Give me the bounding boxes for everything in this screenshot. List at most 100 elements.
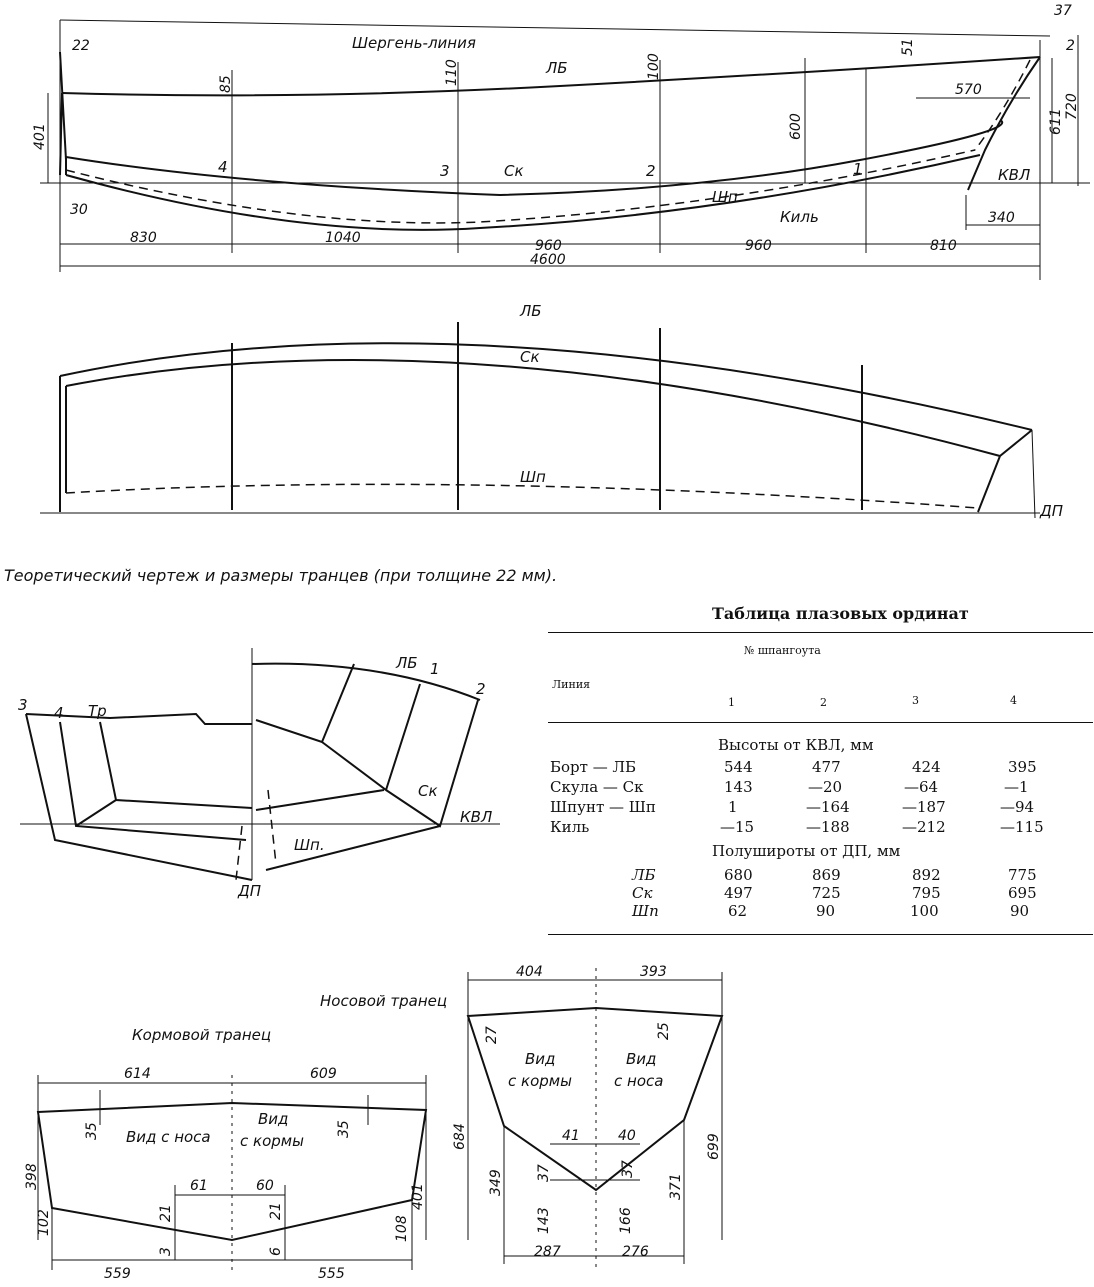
bow-view-bow-2: с носа (614, 1072, 663, 1090)
stern-label-401: 401 (410, 1183, 426, 1210)
body-right-sheer (251, 662, 481, 701)
table-cell: —20 (808, 778, 843, 796)
bow-transom-title: Носовой транец (320, 992, 447, 1010)
stern-label-102: 102 (36, 1209, 52, 1236)
col-4: 4 (1010, 694, 1017, 707)
body-right-rabbet (267, 789, 277, 865)
table-cell: 90 (816, 902, 836, 920)
row-label: ЛБ (632, 866, 656, 884)
table-cell: 695 (1008, 884, 1037, 902)
station-label-3: 3 (440, 162, 450, 180)
body-label-kvl: КВЛ (460, 808, 492, 826)
row-label: Ск (632, 884, 653, 902)
table-cell: 90 (1010, 902, 1030, 920)
body-label-4: 4 (54, 704, 64, 722)
row-label: Шп (632, 902, 659, 920)
body-label-sk: Ск (418, 782, 438, 800)
table-cell: 892 (912, 866, 941, 884)
line-header: Линия (552, 678, 591, 691)
body-right-keel (265, 825, 441, 871)
bow-label-393: 393 (640, 964, 667, 980)
bow-transom: Носовой транец Вид с кормы Вид с носа 40… (320, 964, 724, 1270)
col-1: 1 (728, 696, 735, 709)
stern-label-3: 3 (158, 1247, 174, 1256)
stern-label-614: 614 (124, 1066, 151, 1082)
sheer-line (59, 19, 1051, 37)
chine-line (65, 119, 1004, 197)
body-right-frame1 (321, 683, 421, 792)
table-title: Таблица плазовых ординат (712, 604, 969, 623)
bow-label-40: 40 (618, 1128, 636, 1144)
dim-label-85: 85 (218, 75, 234, 93)
dim-label-340: 340 (988, 210, 1015, 226)
body-label-shp: Шп. (294, 836, 325, 854)
dim-label-30: 30 (70, 202, 88, 218)
body-label-1: 1 (430, 660, 440, 678)
dim-label-100: 100 (646, 53, 662, 80)
dim-label-611: 611 (1048, 108, 1064, 135)
table-cell: 795 (912, 884, 941, 902)
dim-label-960b: 960 (745, 238, 772, 254)
bow-view-stern-1: Вид (525, 1050, 555, 1068)
stern-label-559: 559 (104, 1266, 131, 1282)
bow-label-287: 287 (534, 1244, 561, 1260)
stern-transom-title: Кормовой транец (132, 1026, 271, 1044)
plan-transom (59, 376, 67, 512)
table-rule-header (548, 722, 1093, 723)
dim-label-51: 51 (900, 38, 916, 56)
dim-label-570: 570 (955, 82, 982, 98)
table-cell: 680 (724, 866, 753, 884)
stern-transom: Кормовой транец Вид с носа Вид с кормы 6… (24, 1026, 428, 1282)
bow-label-276: 276 (622, 1244, 649, 1260)
stern-label-555: 555 (318, 1266, 345, 1282)
rabbet-line (65, 149, 976, 224)
dim-label-22: 22 (72, 38, 90, 54)
body-left-sheer (25, 712, 252, 725)
sheer-line-label: Шергень-линия (352, 34, 476, 52)
dim-label-37: 37 (1054, 3, 1072, 19)
dim-label-1040: 1040 (325, 230, 361, 246)
plan-view: ЛБ Ск Шп ДП (40, 302, 1063, 520)
frame-header: № шпангоута (744, 644, 821, 657)
body-label-lb: ЛБ (395, 654, 418, 672)
table-cell: —15 (720, 818, 755, 836)
table-cell: 869 (812, 866, 841, 884)
bow-label-25: 25 (656, 1022, 672, 1040)
station-label-1: 1 (853, 160, 863, 178)
keel-line (65, 154, 981, 231)
bow-label-684: 684 (452, 1123, 468, 1150)
table-cell: 100 (910, 902, 939, 920)
body-left-bottom (75, 799, 117, 827)
plan-lb (59, 342, 1033, 431)
table-cell: —115 (1000, 818, 1044, 836)
table-rule-top (548, 632, 1093, 633)
stern-transom-line (59, 51, 67, 176)
bow-label-37b: 37 (620, 1160, 636, 1178)
table-cell: 497 (724, 884, 753, 902)
table-cell: —64 (904, 778, 939, 796)
body-label-dp: ДП (237, 882, 261, 900)
dim-label-401: 401 (32, 123, 48, 150)
plan-dp-label: ДП (1039, 502, 1063, 520)
chine-label: Ск (504, 162, 524, 180)
dim-label-810: 810 (930, 238, 957, 254)
stern-label-61: 61 (190, 1178, 208, 1194)
dim-label-960a: 960 (535, 238, 562, 254)
row-label: Киль (550, 818, 590, 836)
plan-bow (977, 429, 1033, 513)
dim-label-720: 720 (1064, 93, 1080, 120)
stern-view-bow: Вид с носа (126, 1128, 211, 1146)
bow-label-699: 699 (706, 1133, 722, 1160)
table-cell: 775 (1008, 866, 1037, 884)
stern-label-21a: 21 (158, 1204, 174, 1222)
bow-label-143: 143 (536, 1207, 552, 1234)
row-label: Скула — Ск (550, 778, 644, 796)
kvl-label: КВЛ (998, 166, 1030, 184)
stern-label-6: 6 (268, 1247, 284, 1256)
body-left-outer (25, 713, 253, 881)
section-halfbreadths: Полушироты от ДП, мм (712, 842, 901, 860)
plan-rabbet-label: Шп (520, 468, 546, 486)
col-3: 3 (912, 694, 919, 707)
stern-label-108: 108 (394, 1215, 410, 1242)
